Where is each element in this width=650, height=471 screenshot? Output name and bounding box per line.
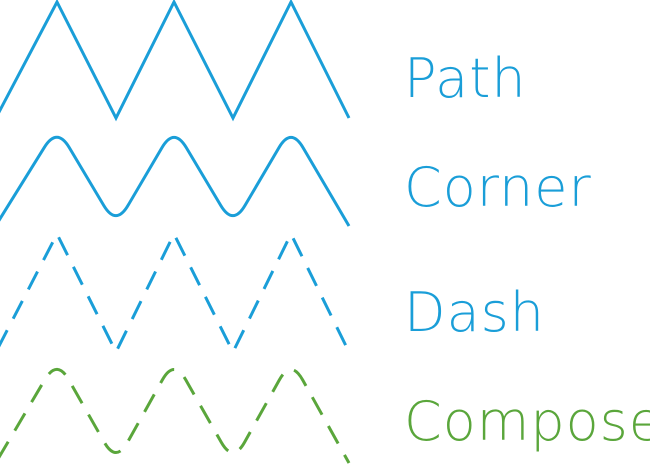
label-dash: Dash [404, 281, 546, 344]
zigzag-path-composed [0, 367, 351, 464]
zigzag-path-rounded-corners [0, 135, 351, 227]
label-path: Path [404, 47, 527, 110]
zigzag-path-dashed [0, 230, 351, 356]
zigzag-path-sharp [0, 0, 351, 122]
label-corner: Corner [404, 156, 592, 219]
label-compose: Compose [404, 390, 650, 453]
